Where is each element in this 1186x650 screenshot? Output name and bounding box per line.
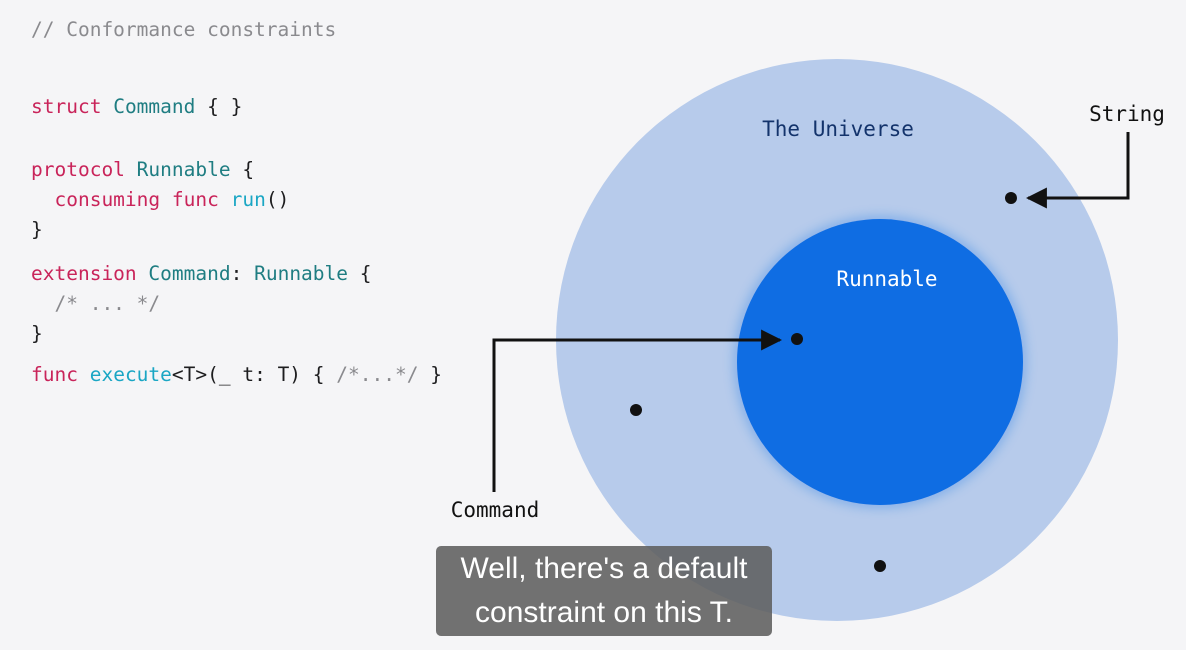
caption-line-2: constraint on this T. <box>475 596 733 629</box>
code-line-extension-close: } <box>31 322 43 345</box>
universe-dot-left <box>630 404 642 416</box>
runnable-label: Runnable <box>836 267 937 291</box>
code-comment: // Conformance constraints <box>31 18 337 41</box>
string-dot <box>1005 192 1017 204</box>
string-label: String <box>1089 102 1165 126</box>
code-line-extension: extension Command: Runnable { <box>31 262 372 285</box>
runnable-circle <box>737 219 1023 505</box>
command-dot <box>791 333 803 345</box>
command-arrow <box>492 329 783 492</box>
code-line-extension-body: /* ... */ <box>54 292 161 315</box>
command-label: Command <box>451 498 540 522</box>
code-block: // Conformance constraints struct Comman… <box>31 0 442 570</box>
code-line-execute: func execute<T>(_ t: T) { /*...*/ } <box>31 363 442 386</box>
caption-line-1: Well, there's a default <box>460 552 748 585</box>
code-line-protocol: protocol Runnable { <box>31 158 255 181</box>
string-arrow <box>1025 132 1130 209</box>
subtitle-caption: Well, there's a default constraint on th… <box>436 546 772 636</box>
universe-dot-bottom <box>874 560 886 572</box>
universe-label: The Universe <box>762 117 914 141</box>
code-line-protocol-close: } <box>31 218 43 241</box>
code-line-run: consuming func run() <box>54 188 290 211</box>
code-line-struct: struct Command { } <box>31 95 243 118</box>
